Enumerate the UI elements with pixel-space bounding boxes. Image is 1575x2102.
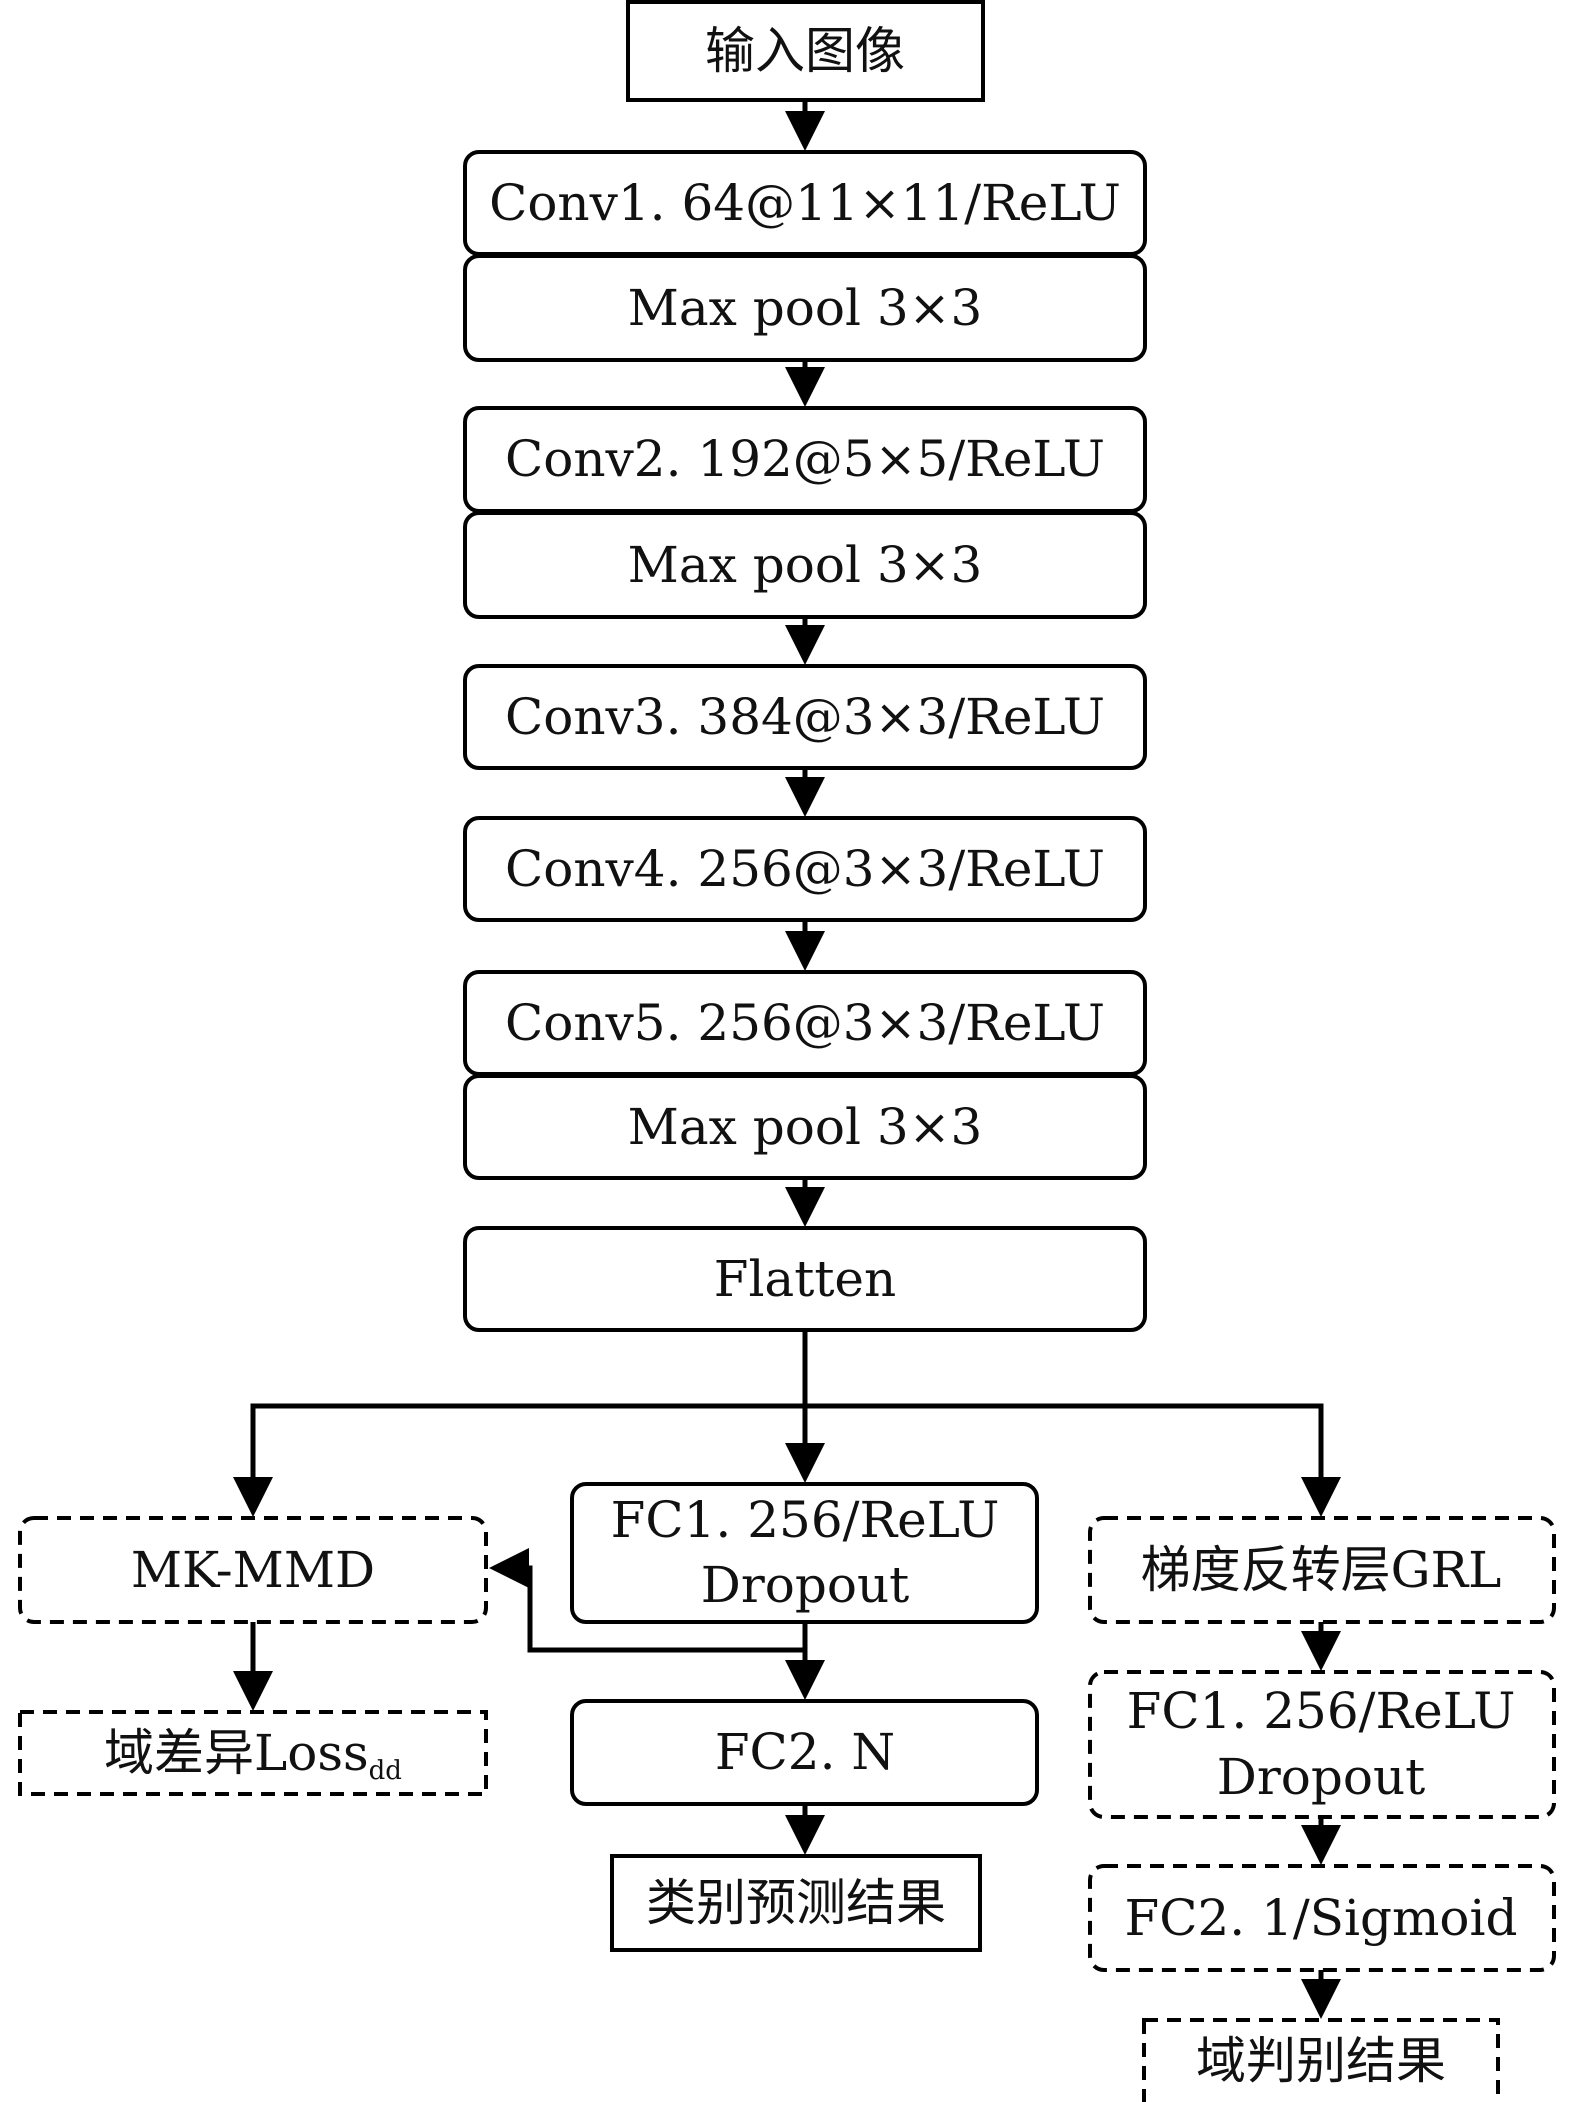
node-pool2-label: Max pool 3×3 — [628, 536, 983, 594]
node-domain-loss-label: 域差异Lossdd — [104, 1724, 402, 1786]
arrow-flatten-grl — [805, 1403, 1341, 1517]
node-fc1: FC1. 256/ReLU Dropout — [570, 1482, 1039, 1624]
node-conv3-label: Conv3. 384@3×3/ReLU — [505, 688, 1105, 746]
node-domain-result: 域判别结果 — [1142, 2018, 1500, 2102]
arrow-fc1-mkmmd — [489, 1548, 805, 1653]
node-domain-fc1-label-line1: FC1. 256/ReLU — [1127, 1682, 1516, 1740]
node-conv2: Conv2. 192@5×5/ReLU — [463, 406, 1147, 513]
node-grl-label: 梯度反转层GRL — [1141, 1541, 1502, 1599]
node-input-label: 输入图像 — [705, 22, 905, 80]
node-domain-result-label: 域判别结果 — [1196, 2032, 1446, 2090]
node-mkmmd-label: MK-MMD — [131, 1541, 375, 1599]
node-input: 输入图像 — [626, 0, 985, 102]
arrow-flatten-mkmmd — [233, 1403, 805, 1517]
node-flatten: Flatten — [463, 1226, 1147, 1332]
node-domain-fc2-label: FC2. 1/Sigmoid — [1125, 1889, 1518, 1947]
node-domain-loss: 域差异Lossdd — [18, 1710, 488, 1796]
node-pool2: Max pool 3×3 — [463, 511, 1147, 619]
node-fc2-label: FC2. N — [715, 1723, 895, 1781]
node-pool5: Max pool 3×3 — [463, 1074, 1147, 1180]
node-grl: 梯度反转层GRL — [1088, 1516, 1556, 1624]
node-domain-fc1-label-line2: Dropout — [1217, 1748, 1426, 1806]
node-conv2-label: Conv2. 192@5×5/ReLU — [505, 430, 1105, 488]
node-pool1: Max pool 3×3 — [463, 254, 1147, 362]
node-fc1-label-line1: FC1. 256/ReLU — [611, 1491, 1000, 1549]
domain-loss-text: 域差异Loss — [104, 1724, 369, 1782]
node-pool1-label: Max pool 3×3 — [628, 279, 983, 337]
node-pool5-label: Max pool 3×3 — [628, 1098, 983, 1156]
domain-loss-subscript: dd — [369, 1756, 402, 1786]
node-mkmmd: MK-MMD — [18, 1516, 488, 1624]
node-class-result-label: 类别预测结果 — [646, 1874, 946, 1932]
node-conv1: Conv1. 64@11×11/ReLU — [463, 150, 1147, 256]
connectors — [233, 100, 1341, 2019]
node-conv5-label: Conv5. 256@3×3/ReLU — [505, 994, 1105, 1052]
node-conv4: Conv4. 256@3×3/ReLU — [463, 816, 1147, 922]
node-domain-fc1: FC1. 256/ReLU Dropout — [1088, 1670, 1556, 1819]
node-class-result: 类别预测结果 — [610, 1854, 982, 1952]
node-fc1-label-line2: Dropout — [701, 1556, 910, 1614]
node-flatten-label: Flatten — [714, 1250, 896, 1308]
node-conv5: Conv5. 256@3×3/ReLU — [463, 970, 1147, 1076]
node-conv1-label: Conv1. 64@11×11/ReLU — [489, 174, 1121, 232]
node-conv4-label: Conv4. 256@3×3/ReLU — [505, 840, 1105, 898]
node-conv3: Conv3. 384@3×3/ReLU — [463, 664, 1147, 770]
node-fc2: FC2. N — [570, 1699, 1039, 1806]
node-domain-fc2: FC2. 1/Sigmoid — [1088, 1864, 1556, 1972]
